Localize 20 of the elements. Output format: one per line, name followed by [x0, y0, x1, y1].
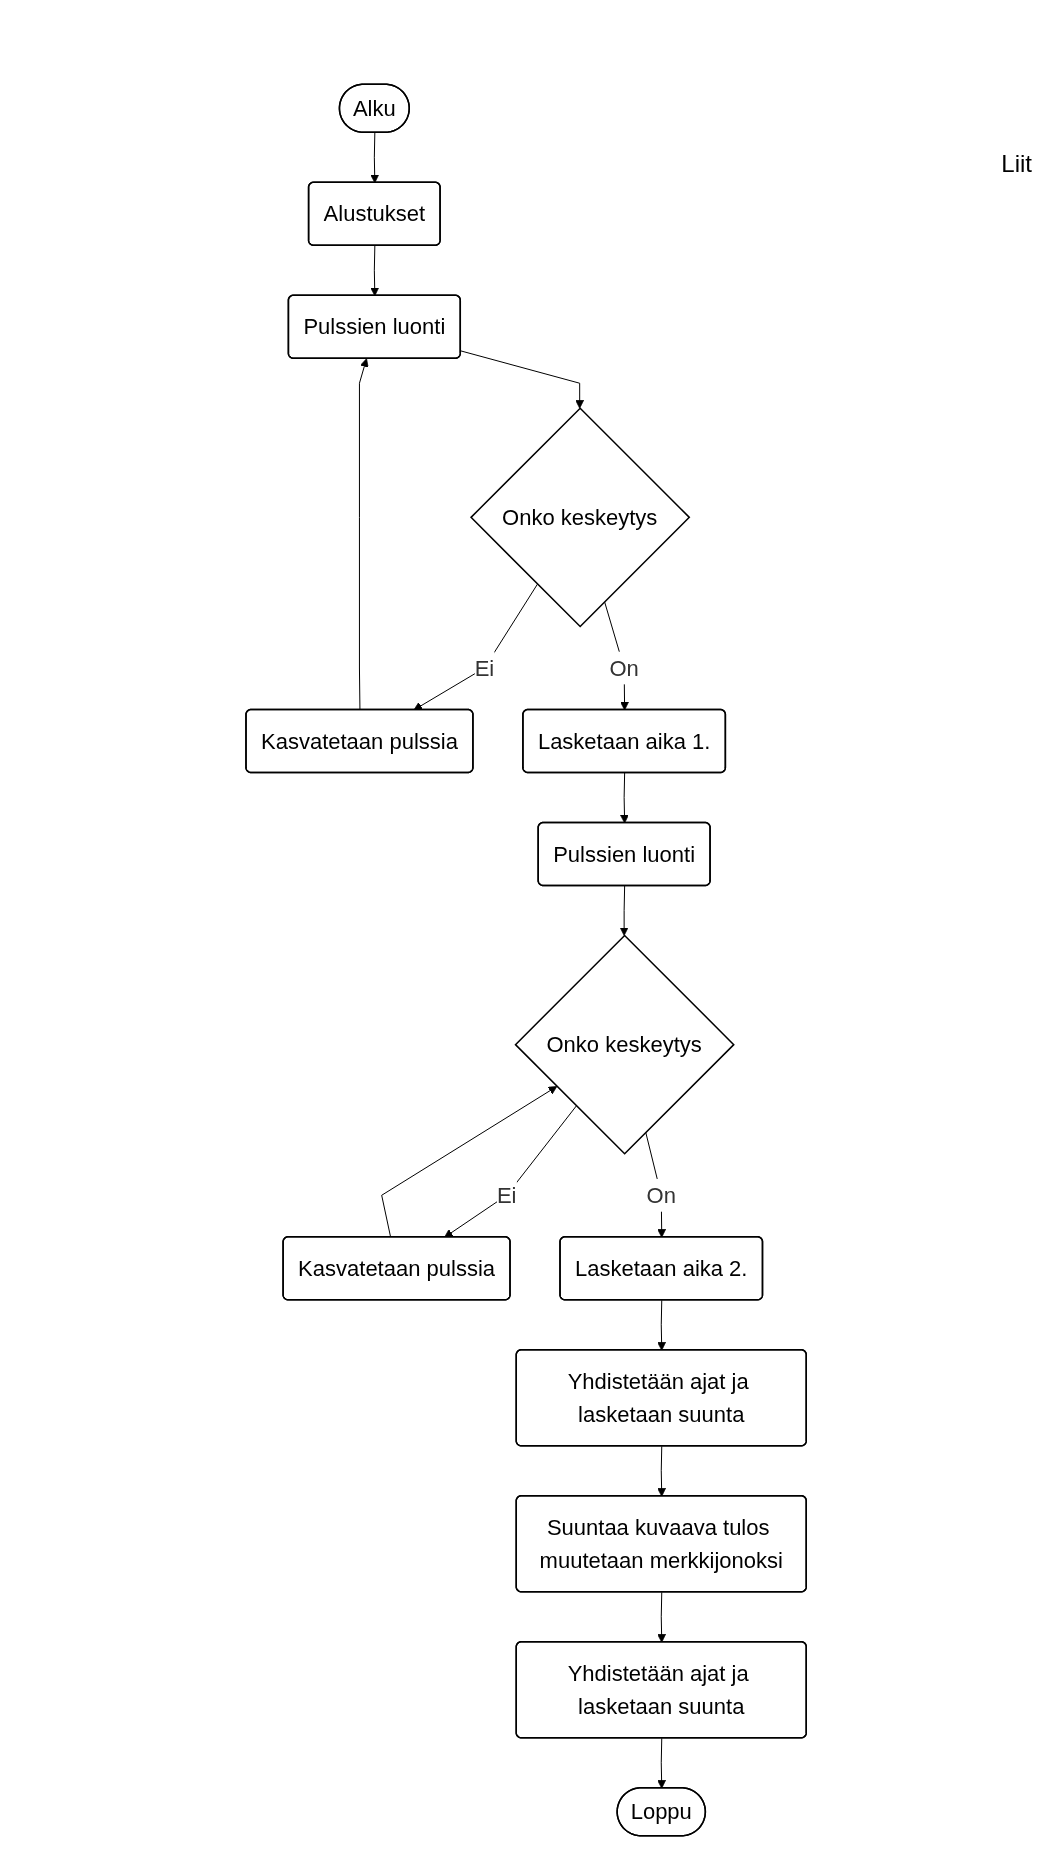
node-diamond: Onko keskeytys	[514, 934, 735, 1155]
arrow	[413, 583, 538, 711]
arrow	[444, 1105, 577, 1238]
node-diamond: Onko keskeytys	[469, 407, 691, 628]
edge-label: On	[609, 655, 639, 681]
arrow	[370, 245, 379, 297]
edge-label: Ei	[496, 1182, 517, 1208]
edge-label: Ei	[474, 655, 495, 681]
arrow	[619, 772, 629, 824]
arrow	[381, 1086, 558, 1238]
arrow	[358, 358, 369, 711]
arrow	[657, 1445, 666, 1497]
arrow	[657, 1737, 666, 1789]
arrow	[619, 885, 629, 936]
edge-label: On	[646, 1182, 676, 1208]
arrow	[460, 350, 584, 409]
arrow	[657, 1591, 666, 1643]
page-label: Liit	[1001, 150, 1032, 177]
arrow	[370, 132, 379, 184]
arrow	[657, 1299, 666, 1351]
